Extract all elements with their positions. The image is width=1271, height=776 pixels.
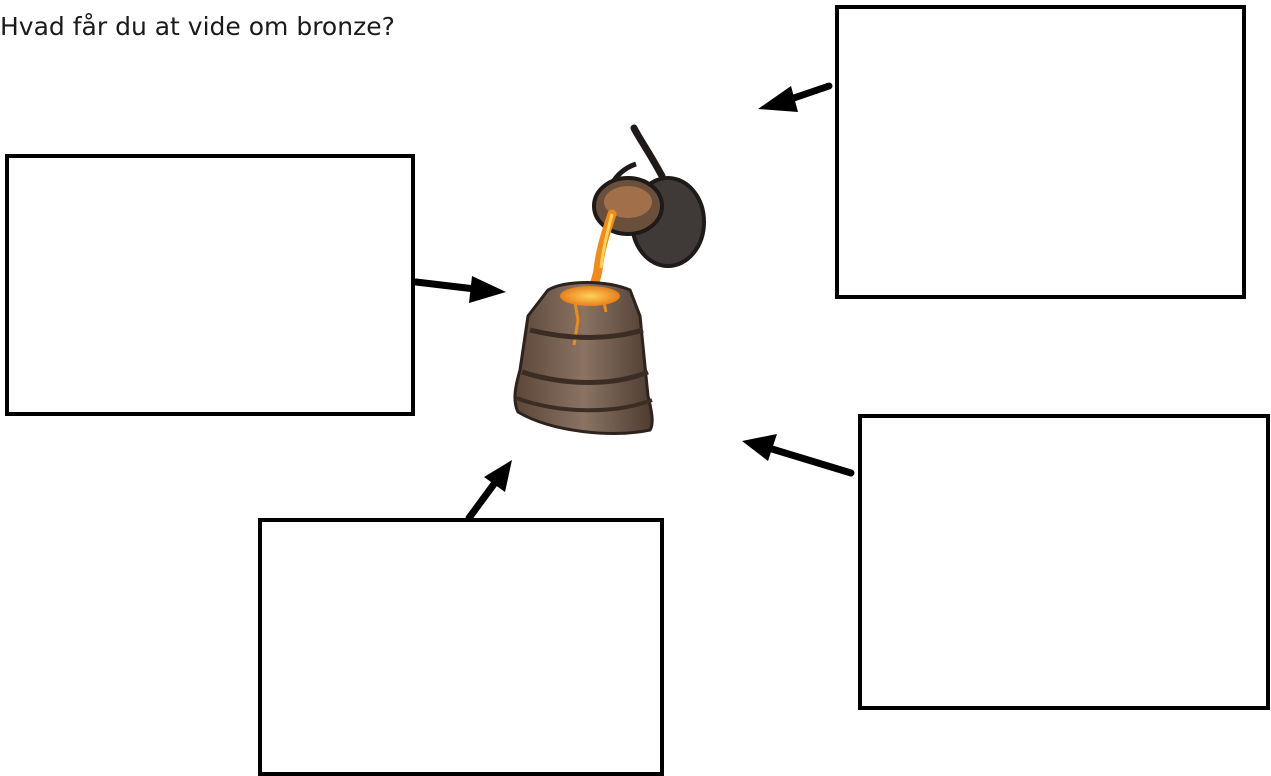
arrow-left [412, 276, 506, 303]
worksheet-question: Hvad får du at vide om bronze? [0, 12, 395, 41]
arrow-right [742, 434, 855, 477]
bronze-casting-icon [513, 124, 706, 435]
answer-box-bottom[interactable] [258, 518, 664, 776]
answer-box-top-right[interactable] [835, 5, 1246, 299]
arrow-top-right [758, 82, 833, 112]
answer-box-right[interactable] [858, 414, 1270, 710]
answer-box-left[interactable] [5, 154, 415, 416]
arrow-bottom [465, 460, 512, 522]
